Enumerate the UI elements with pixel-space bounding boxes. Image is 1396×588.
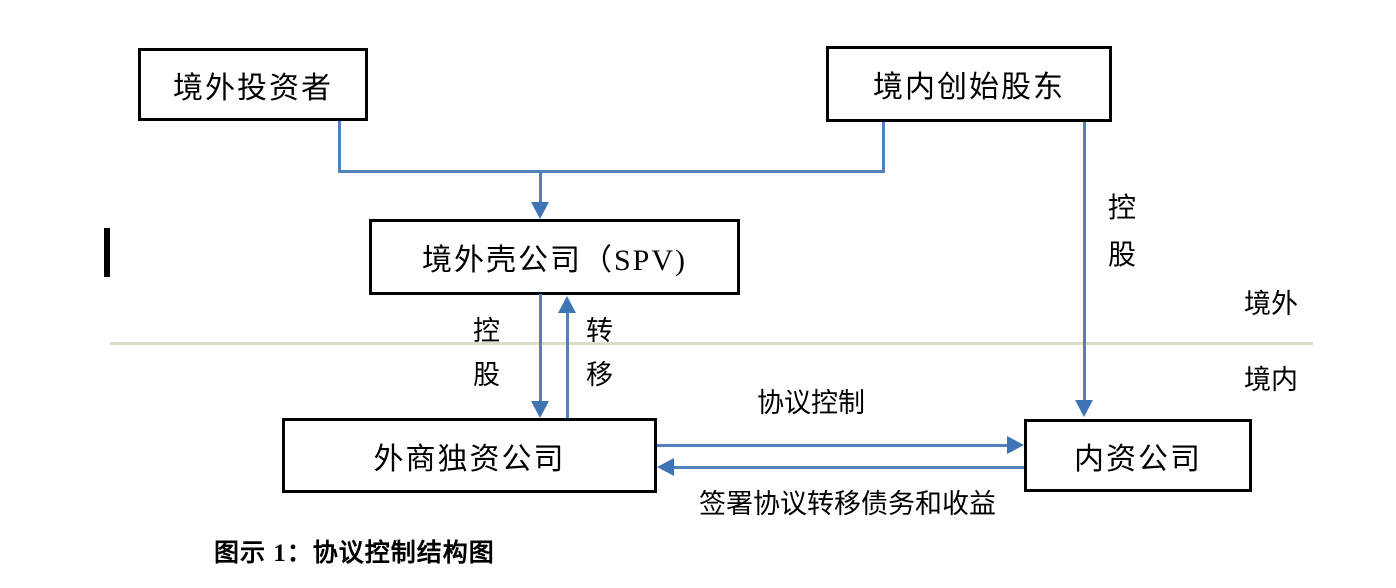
arrow-wfoe-to-spv-line	[566, 312, 569, 418]
node-spv: 境外壳公司（SPV)	[369, 219, 740, 295]
label-holding-left-1: 控	[473, 316, 500, 346]
arrowhead-into-domestic-icon	[1075, 400, 1093, 417]
onshore-offshore-divider-line	[110, 342, 1313, 345]
region-label-offshore: 境外	[1244, 289, 1298, 319]
arrow-spv-to-wfoe-line	[539, 294, 542, 402]
arrowhead-into-wfoe-icon	[531, 401, 549, 418]
node-wfoe: 外商独资公司	[282, 418, 657, 493]
arrowhead-into-spv-icon	[531, 202, 549, 219]
region-label-onshore: 境内	[1244, 365, 1298, 395]
label-holding-left-2: 股	[473, 360, 500, 390]
connector-investor-drop-line	[338, 121, 341, 173]
node-domestic-founders: 境内创始股东	[826, 46, 1112, 122]
label-agreement-control: 协议控制	[757, 388, 865, 418]
label-holding-right-1: 控	[1108, 193, 1137, 224]
figure-caption: 图示 1：协议控制结构图	[214, 540, 495, 567]
connector-spv-stub-line	[539, 172, 542, 203]
node-overseas-investor: 境外投资者	[138, 48, 368, 121]
node-domestic-company: 内资公司	[1024, 419, 1252, 492]
arrow-sign-agreement-line	[673, 466, 1024, 469]
label-holding-right-2: 股	[1108, 240, 1137, 271]
label-transfer-2: 移	[586, 360, 613, 390]
connector-founders-drop-line	[882, 122, 885, 173]
label-transfer-1: 转	[586, 316, 613, 346]
arrowhead-sign-agreement-icon	[657, 458, 674, 476]
arrowhead-into-spv-bottom-icon	[558, 296, 576, 313]
arrowhead-agreement-control-icon	[1007, 436, 1024, 454]
arrow-founders-to-domestic-line	[1083, 122, 1086, 401]
text-cursor-bar	[104, 228, 110, 277]
arrow-agreement-control-line	[657, 444, 1009, 447]
connector-horizontal-bar	[338, 170, 885, 173]
label-sign-agreement: 签署协议转移债务和收益	[699, 489, 996, 519]
